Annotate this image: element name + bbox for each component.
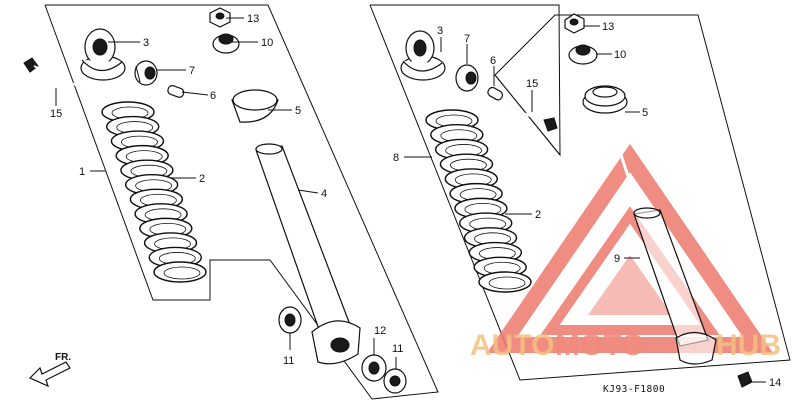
shock-absorber-9: [610, 127, 717, 365]
left-assembly-outline: [44, 4, 439, 400]
label-10-right: 10: [614, 49, 626, 61]
label-2-left: 2: [199, 173, 205, 185]
label-3-left: 3: [143, 37, 149, 49]
label-7-right: 7: [464, 33, 470, 45]
bolt-15-right: [511, 107, 558, 132]
spring-coil-inner: [488, 276, 526, 290]
label-12: 12: [374, 325, 386, 337]
collar-6-right: [487, 86, 504, 101]
label-13-left: 13: [247, 13, 259, 25]
diagram-code: KJ93-F1800: [603, 384, 665, 395]
watermark-text-moto: MOTO: [555, 329, 644, 362]
label-14: 14: [769, 377, 781, 389]
label-6-right: 6: [490, 55, 496, 67]
cap-10-right: [568, 44, 598, 65]
label-2-right: 2: [535, 209, 541, 221]
spring-2-left: [101, 101, 207, 283]
label-11-left-lower: 11: [392, 343, 403, 355]
spring-2-right: [425, 109, 532, 293]
label-3-right: 3: [437, 25, 443, 37]
watermark-text-auto: AUTO: [470, 329, 554, 362]
label-9: 9: [614, 253, 620, 265]
label-8: 8: [393, 152, 399, 164]
label-6-left: 6: [210, 90, 216, 102]
spring-seat-5-right: [582, 85, 628, 114]
watermark-text: AUTO MOTO HUB: [470, 329, 781, 362]
bushing-7-right: [455, 64, 479, 92]
bolt-15-left: [23, 57, 83, 106]
nut-13-left: [209, 7, 231, 28]
label-10-left: 10: [261, 37, 273, 49]
leader-lines: [90, 17, 766, 383]
label-1: 1: [79, 166, 85, 178]
bushing-7: [134, 60, 158, 86]
front-direction-arrow: FR.: [28, 352, 71, 388]
label-11-left-upper: 11: [283, 355, 294, 367]
front-direction-label: FR.: [55, 352, 71, 363]
nut-13-right: [564, 13, 585, 34]
upper-mount-3: [80, 28, 126, 81]
seal-11-left-lower: [383, 368, 407, 394]
part-labels: 3 7 6 13 10 5 15 1 2 4 11 12 11 3 7 6 15…: [50, 13, 781, 389]
label-4: 4: [321, 188, 327, 200]
watermark-text-hub: HUB: [716, 329, 781, 362]
bearing-12: [361, 354, 387, 382]
label-5-right: 5: [642, 107, 648, 119]
bolt-14: [723, 371, 753, 388]
cap-10-left: [212, 33, 240, 54]
label-5-left: 5: [295, 105, 301, 117]
label-15-left: 15: [50, 108, 62, 120]
seal-11-left-upper: [278, 306, 302, 334]
shock-absorber-4: [231, 61, 361, 365]
label-13-right: 13: [602, 21, 614, 33]
label-7-left: 7: [189, 65, 195, 77]
collar-6-left: [167, 85, 185, 98]
upper-mount-3-right: [400, 30, 446, 81]
label-15-right: 15: [526, 78, 538, 90]
spring-coil-inner: [163, 266, 201, 280]
right-assembly-outline: [369, 4, 791, 381]
